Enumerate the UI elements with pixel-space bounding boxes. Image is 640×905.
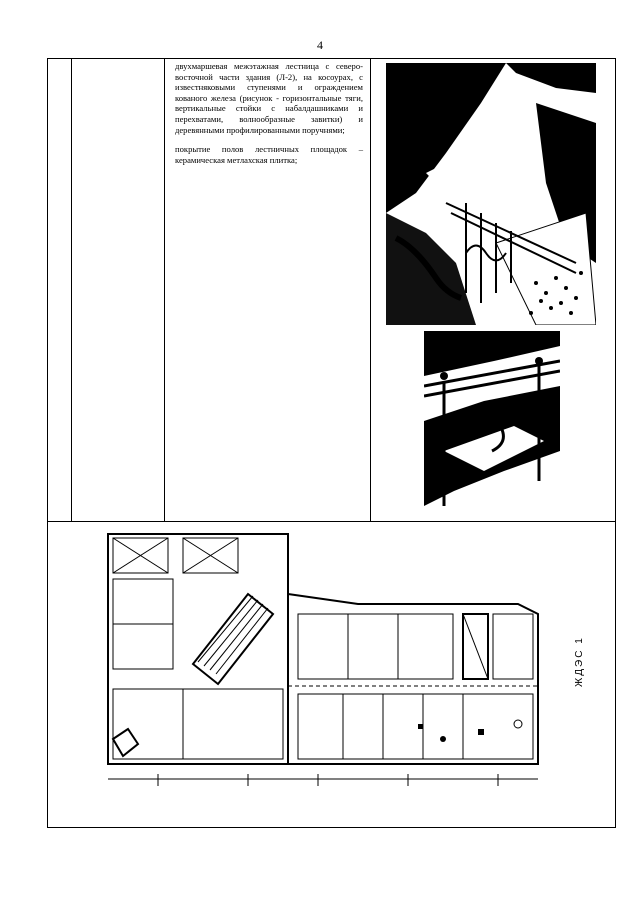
floor-plan-drawing	[98, 524, 568, 824]
column-divider	[164, 59, 165, 521]
plan-label: ЖДЭС 1	[574, 636, 585, 688]
document-table: двухмаршевая межэтажная лестница с север…	[47, 58, 616, 828]
table-row-description: двухмаршевая межэтажная лестница с север…	[48, 59, 615, 522]
page-number: 4	[317, 38, 323, 52]
description-paragraph-floor: покрытие полов лестничных площадок – кер…	[175, 144, 363, 165]
column-divider	[370, 59, 371, 521]
column-divider	[71, 59, 72, 521]
description-cell: двухмаршевая межэтажная лестница с север…	[175, 61, 363, 174]
staircase-photo	[386, 63, 596, 325]
description-paragraph-staircase: двухмаршевая межэтажная лестница с север…	[175, 61, 363, 135]
table-row-floor-plan: ЖДЭС 1	[48, 522, 615, 827]
railing-photo	[424, 331, 560, 506]
